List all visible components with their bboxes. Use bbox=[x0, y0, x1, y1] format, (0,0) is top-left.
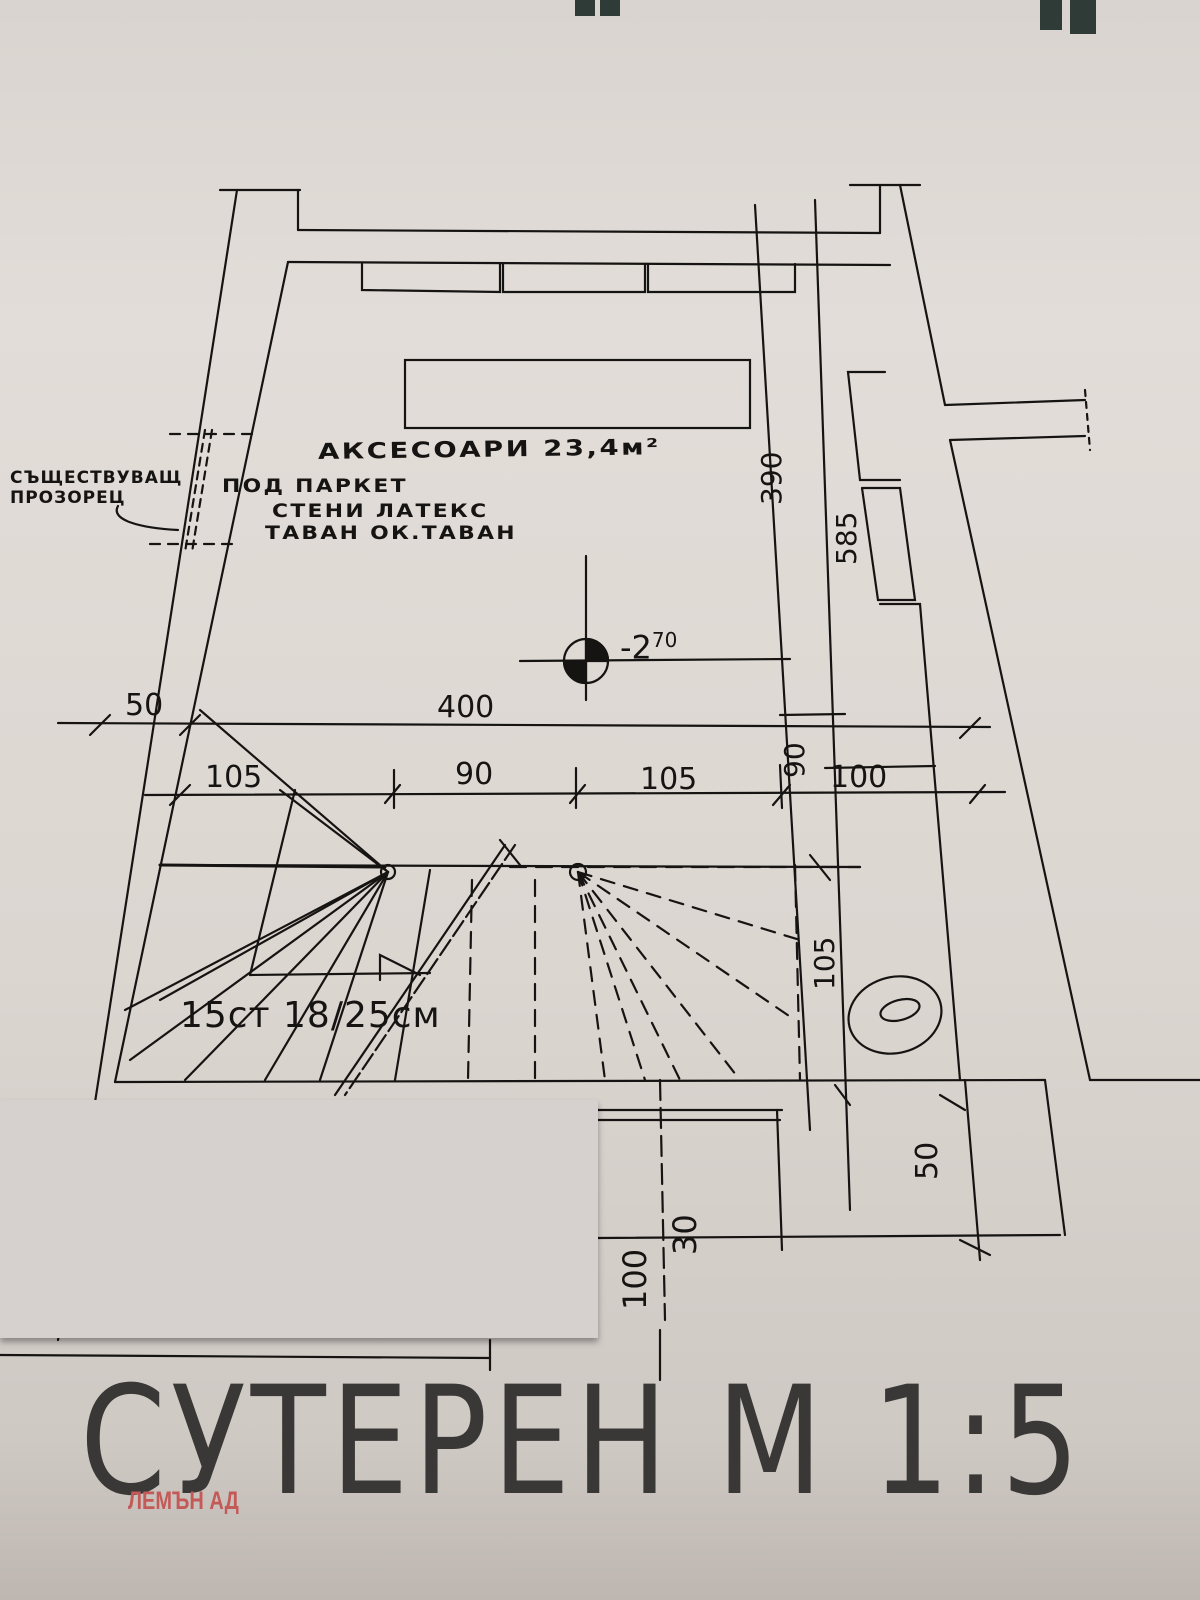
dim-bottom-wall: 50 bbox=[910, 1141, 945, 1180]
dim-corridor: 100 bbox=[830, 760, 888, 795]
dim-wall-left: 50 bbox=[125, 688, 164, 723]
dim-bottom-left: 100 bbox=[616, 1248, 654, 1310]
room-wall-finish: СТЕНИ ЛАТЕКС bbox=[272, 500, 489, 522]
top-edge-mark bbox=[600, 0, 620, 16]
level-mark: -270 bbox=[620, 628, 677, 667]
watermark-text: ЛЕМЪН АД bbox=[128, 1487, 239, 1515]
top-edge-mark bbox=[575, 0, 595, 16]
covering-paper-slip bbox=[0, 1100, 598, 1338]
dim-room-depth: 390 bbox=[755, 451, 788, 505]
room-ceiling-finish: ТАВАН ОК.ТАВАН bbox=[265, 522, 517, 544]
level-mark-value: -2 bbox=[620, 628, 652, 667]
drawing-title: СУТЕРЕН М 1:5 bbox=[80, 1355, 1085, 1529]
dim-room-width: 400 bbox=[437, 690, 495, 725]
dim-stair-mid: 90 bbox=[455, 757, 494, 792]
dim-stair-right: 105 bbox=[640, 762, 698, 797]
existing-opening-label-line1: СЪЩЕСТВУВАЩ bbox=[10, 468, 183, 488]
stairs-label: 15ст 18/25см bbox=[180, 995, 441, 1036]
dim-stair-landing: 105 bbox=[808, 936, 841, 990]
dim-bottom-mid: 30 bbox=[666, 1214, 704, 1255]
existing-opening-label-line2: ПРОЗОРЕЦ bbox=[10, 488, 126, 508]
dim-total-depth: 585 bbox=[830, 511, 863, 565]
room-floor-finish: ПОД ПАРКЕТ bbox=[222, 475, 408, 497]
level-mark-superscript: 70 bbox=[651, 628, 678, 652]
top-edge-mark bbox=[1040, 0, 1062, 30]
top-edge-mark bbox=[1070, 0, 1096, 34]
dim-stair-left: 105 bbox=[205, 760, 263, 795]
room-name-area: АКСЕСОАРИ 23,4м² bbox=[317, 435, 661, 465]
dim-wall-right: 90 bbox=[778, 742, 811, 778]
